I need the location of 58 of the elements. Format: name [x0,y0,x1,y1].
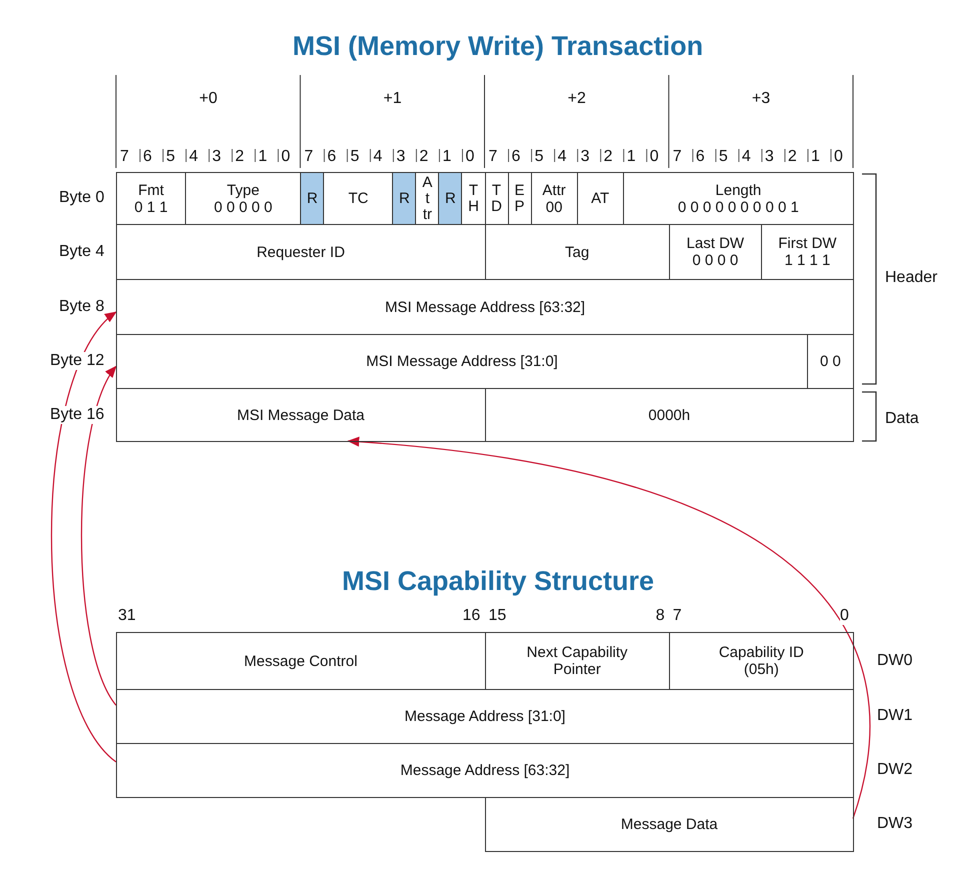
field-name: MSI Message Data [236,406,365,424]
field-name: Message Address [63:32] [400,762,570,779]
field-name: Requester ID [256,244,345,260]
field-value: 0 1 1 [134,198,168,216]
field-name: TC [348,190,368,207]
register-field [484,388,854,442]
field-name: T H [467,182,480,214]
diagram-title: MSI (Memory Write) Transaction [292,30,704,62]
register-field [300,172,324,225]
register-field [116,632,486,690]
field-name: MSI Message Address [63:32] [384,298,586,316]
field-value: 0 0 0 0 0 [214,198,272,216]
field-name: T D [490,182,503,214]
register-field [116,388,486,442]
row-label: Byte 4 [59,242,104,260]
field-name: Last DW [686,235,744,252]
row-label: Byte 0 [59,189,104,207]
register-field [116,743,854,798]
field-name: Fmt [138,182,164,198]
mapping-arrow [347,437,870,819]
register-field [622,172,854,225]
field-name: AT [591,190,610,207]
register-field [116,172,186,225]
field-name: Type [226,182,260,198]
field-name: Tag [565,244,590,260]
field-name: First DW [778,235,837,252]
field-name: R [398,190,410,207]
field-name: Capability ID (05h) [718,644,805,678]
field-name: R [306,190,318,207]
field-name: Attr [542,182,566,198]
field-name: E P [514,182,526,214]
field-name: 0000h [648,406,690,424]
register-field [668,632,854,690]
field-value: 00 [546,198,562,216]
field-name: Message Address [31:0] [404,708,566,725]
field-name: MSI Message Address [31:0] [366,353,558,370]
field-name: At tr [421,174,434,222]
register-field [438,172,462,225]
field-value: 0 0 0 0 0 0 0 0 0 1 [678,198,799,216]
bit-number: 0 [840,607,849,625]
mapping-arrow [50,311,117,762]
field-value: 1 1 1 1 [784,252,830,269]
field-name: Message Control [244,652,358,670]
field-name: Next Capability Pointer [526,644,629,678]
row-label: Byte 12 [50,352,104,370]
register-field [116,689,854,744]
mapping-arrow [80,366,117,706]
register-field [116,279,854,335]
register-field [392,172,416,225]
section-title: MSI Capability Structure [342,565,654,597]
register-field [484,797,854,852]
row-label: Byte 16 [50,406,104,424]
field-name: R [445,190,456,207]
row-label: Byte 8 [59,298,104,316]
field-name: Message Data [620,816,718,833]
field-name: 0 0 [820,353,841,370]
field-name: Length [715,182,762,198]
field-value: 0 0 0 0 [692,252,738,269]
